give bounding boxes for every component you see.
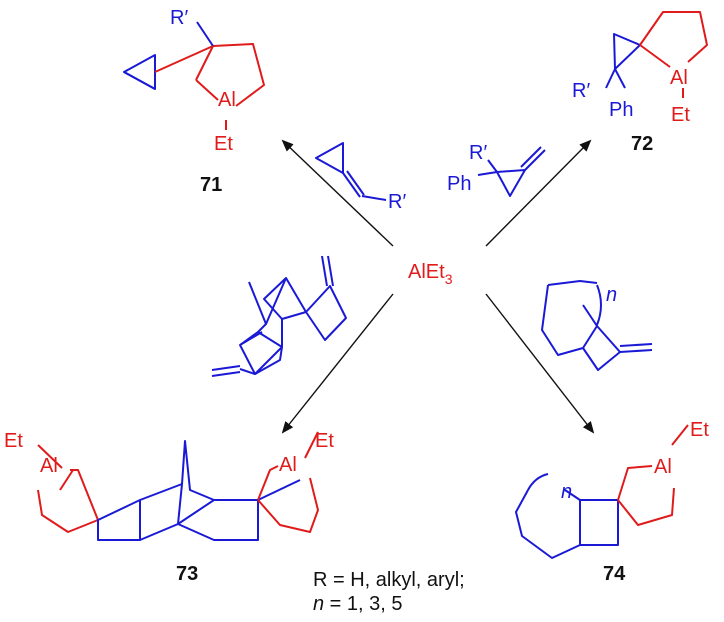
substrate-methylenecyclopropane: R′ Ph (447, 142, 546, 197)
sub-tr-ph-label: Ph (447, 173, 471, 195)
c73-left-et-label: Et (4, 430, 23, 452)
sub-br-n-label: n (606, 284, 617, 306)
c72-r-label: R′ (572, 80, 590, 102)
c74-al-label: Al (654, 456, 672, 478)
c74-et-label: Et (690, 419, 709, 441)
footnote: R = H, alkyl, aryl; n = 1, 3, 5 (313, 569, 465, 615)
c71-r-label: R′ (170, 7, 188, 29)
c72-al-label: Al (670, 67, 688, 89)
arrow-to-72 (485, 139, 592, 247)
arrow-to-74 (485, 293, 595, 434)
c73-right-al-label: Al (279, 454, 297, 476)
c71-al-label: Al (218, 89, 236, 111)
c73-id: 73 (176, 563, 198, 585)
c72-et-label: Et (671, 104, 690, 126)
c74-n-label: n (561, 481, 572, 503)
sub-tl-r-label: R′ (388, 191, 406, 213)
compound-74: n Al Et 74 (515, 419, 709, 585)
substrate-bis-methylene (211, 255, 347, 377)
substrate-alkylidenecyclopropane: R′ (315, 142, 406, 213)
c72-id: 72 (631, 133, 653, 155)
c74-id: 74 (603, 563, 626, 585)
arrow-to-71 (281, 139, 394, 247)
c73-left-al-label: Al (40, 455, 58, 477)
c71-et-label: Et (214, 133, 233, 155)
footnote-line2: n = 1, 3, 5 (313, 593, 403, 615)
compound-72: R′ Ph Al Et 72 (572, 11, 708, 155)
substrate-fused-methylenecyclobutane: n (541, 280, 653, 371)
c73-right-et-label: Et (315, 430, 334, 452)
c72-ph-label: Ph (609, 99, 633, 121)
compound-71: R′ Al Et 71 (123, 7, 265, 196)
sub-tr-r-label: R′ (469, 142, 487, 164)
arrow-to-73 (281, 293, 394, 434)
c71-id: 71 (200, 174, 222, 196)
reagent-label: AlEt3 (408, 261, 453, 287)
compound-73: Et Al Al Et 73 (4, 430, 334, 585)
footnote-line1: R = H, alkyl, aryl; (313, 569, 465, 591)
